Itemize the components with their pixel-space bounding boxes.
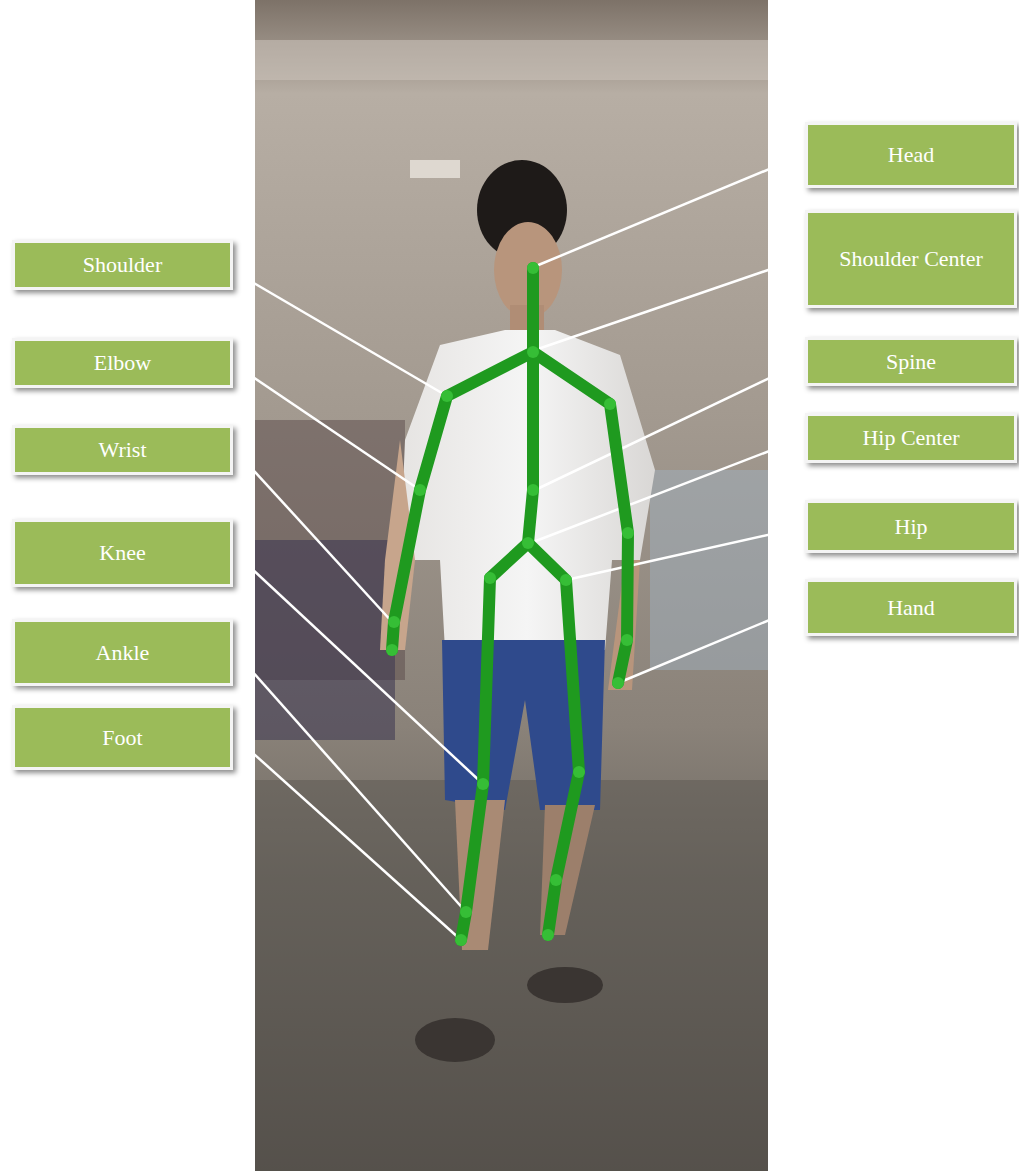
joint-label: Wrist [93,436,153,464]
joint-label-box: Foot [12,705,233,770]
joint-label-box: Ankle [12,619,233,686]
joint-label: Elbow [88,349,157,377]
joint-label-box: Hand [805,579,1017,636]
joint-label-box: Head [805,122,1017,188]
joint-label-box: Hip Center [805,413,1017,463]
joint-label: Hand [881,594,941,622]
joint-label: Shoulder Center [833,245,989,273]
leader-lines [235,155,803,940]
joint-label: Foot [96,724,148,752]
joint-label: Head [882,141,940,169]
joint-label-box: Knee [12,519,233,587]
person-figure [380,160,655,1062]
joint-label: Ankle [90,639,156,667]
joint-label-box: Spine [805,337,1017,386]
joint-label-box: Hip [805,500,1017,553]
photo-background [255,0,768,1171]
joint-label: Spine [880,348,942,376]
skeleton-joints [386,262,634,946]
joint-label-box: Shoulder Center [805,210,1017,308]
joint-label: Shoulder [77,251,168,279]
joint-label: Hip [889,513,934,541]
joint-label-box: Wrist [12,425,233,475]
joint-label-box: Elbow [12,338,233,388]
joint-label: Hip Center [856,424,965,452]
joint-label-box: Shoulder [12,240,233,290]
joint-label: Knee [93,539,151,567]
skeleton-bones [392,268,628,940]
